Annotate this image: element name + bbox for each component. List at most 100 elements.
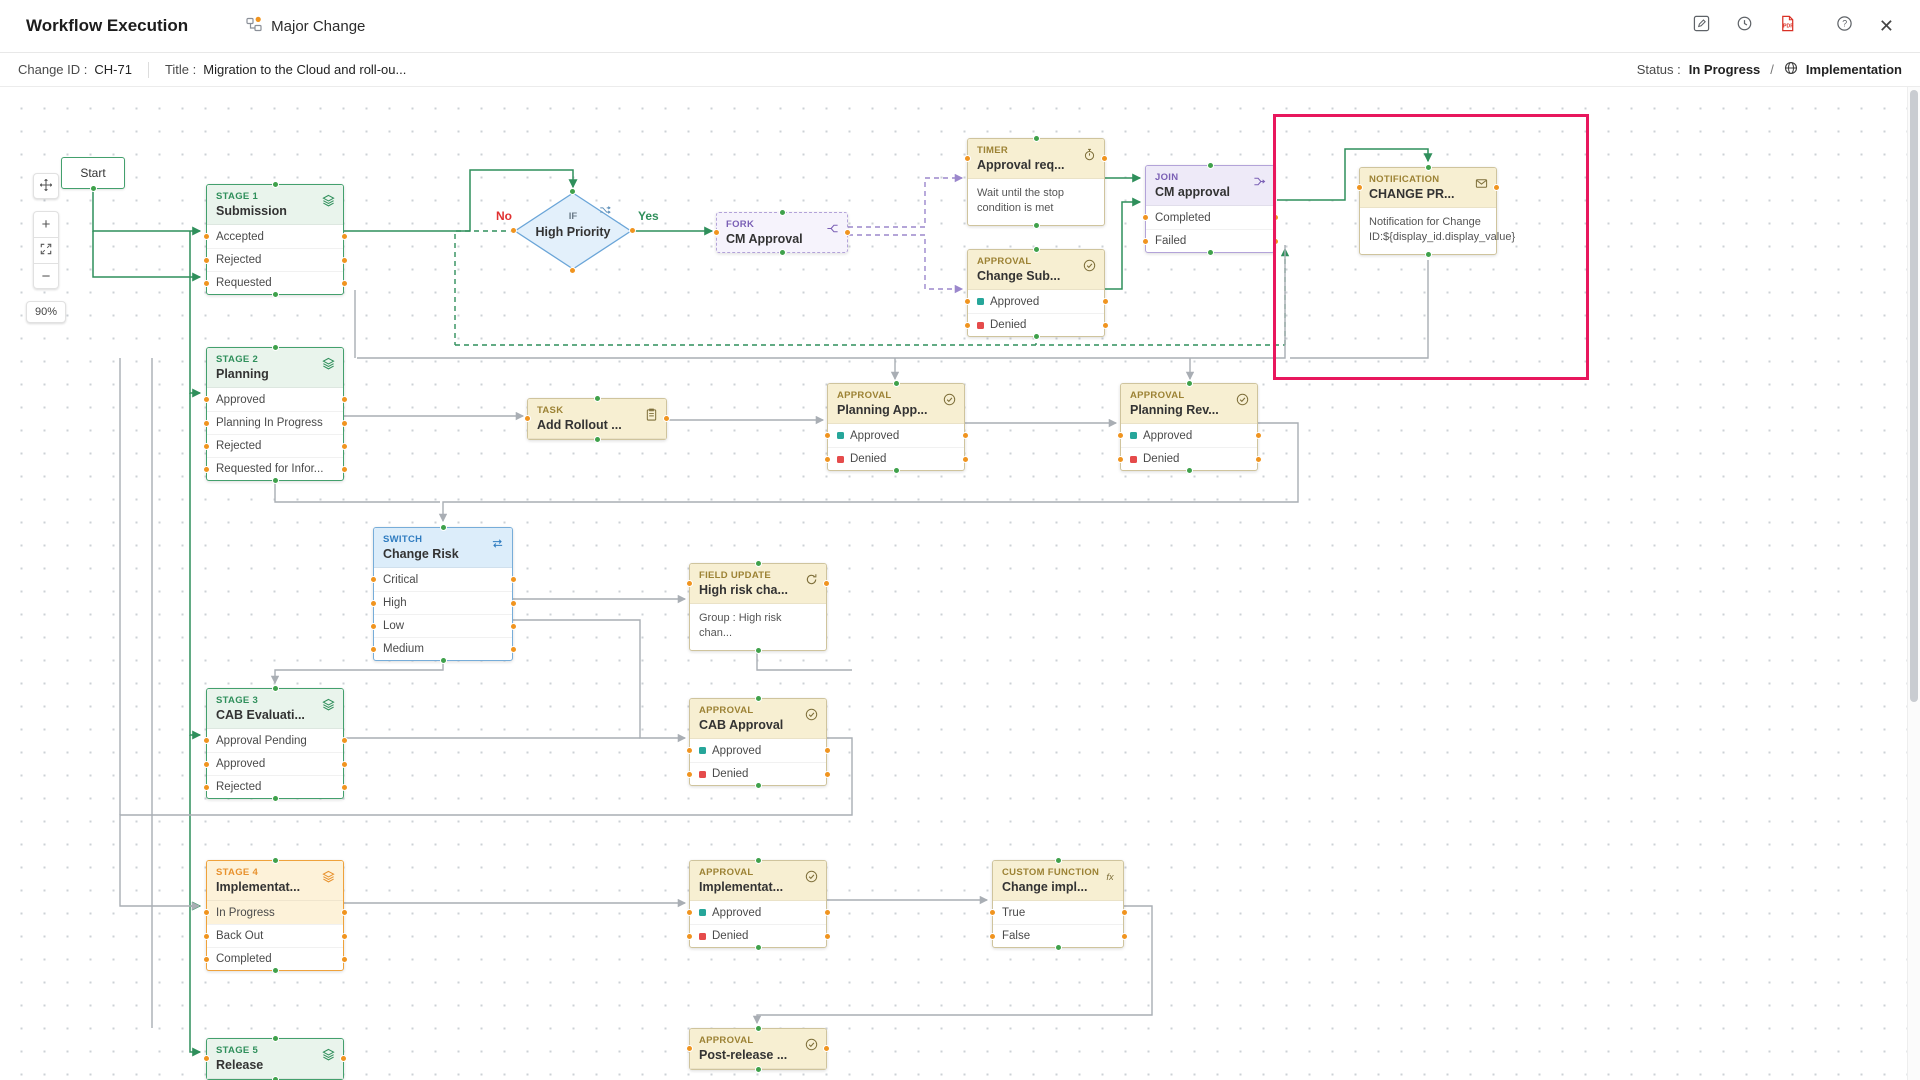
fit-to-screen-button[interactable] [33, 237, 59, 263]
node-item[interactable]: Requested for Infor... [202, 457, 348, 480]
zoom-level[interactable]: 90% [26, 301, 66, 323]
port-dot [271, 477, 279, 484]
design-view-button[interactable] [1693, 15, 1710, 37]
timer-icon [1083, 148, 1096, 166]
history-icon [1736, 15, 1753, 37]
vertical-scrollbar[interactable] [1907, 87, 1920, 1080]
port-dot [271, 181, 279, 188]
port-dot [1032, 135, 1040, 142]
scrollbar-thumb[interactable] [1910, 90, 1918, 702]
node-item[interactable]: Approved [823, 424, 969, 447]
node-item[interactable]: Denied [963, 313, 1109, 336]
port-dot [271, 344, 279, 351]
port-dot [754, 1066, 762, 1073]
node-item[interactable]: True [988, 901, 1128, 924]
node-item[interactable]: Denied [1116, 447, 1262, 470]
node-item[interactable]: Denied [685, 762, 831, 785]
task-icon [645, 408, 658, 426]
node-item[interactable]: Rejected [202, 248, 348, 271]
node-item[interactable]: Approval Pending [202, 729, 348, 752]
join-icon [1253, 175, 1266, 193]
port-dot [1120, 909, 1128, 916]
node-item[interactable]: Back Out [202, 924, 348, 947]
fit-screen-icon [40, 243, 52, 258]
if-node-high-priority[interactable]: IF High Priority [510, 188, 636, 274]
pdf-icon: PDF [1779, 15, 1796, 37]
port-dot [823, 432, 831, 439]
port-dot [439, 524, 447, 531]
node-item[interactable]: False [988, 924, 1128, 947]
svg-text:fx: fx [1107, 872, 1115, 882]
node-item[interactable]: Denied [685, 924, 831, 947]
node-item[interactable]: Critical [369, 568, 517, 591]
node-item[interactable]: Denied [823, 447, 969, 470]
node-item[interactable]: Planning In Progress [202, 411, 348, 434]
start-node[interactable]: Start [61, 157, 125, 192]
node-item-label: High [383, 597, 407, 609]
svg-text:PDF: PDF [1783, 24, 1793, 30]
node-item[interactable]: Rejected [202, 775, 348, 798]
history-button[interactable] [1736, 15, 1753, 37]
node-item[interactable]: High [369, 591, 517, 614]
node-item[interactable]: Approved [202, 752, 348, 775]
node-item[interactable]: In Progress [202, 901, 348, 924]
node-item[interactable]: Approved [685, 739, 831, 762]
node-item[interactable]: Rejected [202, 434, 348, 457]
node-item[interactable]: Low [369, 614, 517, 637]
workflow-name: Major Change [271, 17, 366, 35]
port-dot [593, 395, 601, 402]
pan-button[interactable] [33, 173, 59, 199]
node-item[interactable]: Medium [369, 637, 517, 660]
export-pdf-button[interactable]: PDF [1779, 15, 1796, 37]
node-title: CM approval [1155, 185, 1231, 199]
node-item[interactable]: Accepted [202, 225, 348, 248]
node-item[interactable]: Approved [1116, 424, 1262, 447]
port-dot [203, 1055, 210, 1062]
close-button[interactable]: ✕ [1879, 16, 1894, 37]
node-item[interactable]: Approved [963, 290, 1109, 313]
port-dot [369, 622, 377, 630]
node-item[interactable]: Approved [685, 901, 831, 924]
node-item-label: True [1002, 906, 1026, 919]
node-body-text: Notification for Change ID:${display_id.… [1360, 208, 1515, 254]
node-type-label: TASK [537, 405, 564, 416]
node-item[interactable]: Completed [1141, 206, 1279, 229]
node-title: Planning Rev... [1130, 403, 1219, 417]
zoom-in-button[interactable]: + [33, 211, 59, 237]
node-item[interactable]: Approved [202, 388, 348, 411]
help-button[interactable]: ? [1836, 15, 1853, 37]
port-dot [202, 233, 210, 240]
port-dot [271, 1035, 279, 1042]
zoom-out-button[interactable]: − [33, 263, 59, 289]
node-item[interactable]: Completed [202, 947, 348, 970]
node-item[interactable]: Requested [202, 271, 348, 294]
node-title: Release [216, 1058, 264, 1072]
check-icon [805, 1038, 818, 1056]
port-dot [1493, 184, 1500, 191]
